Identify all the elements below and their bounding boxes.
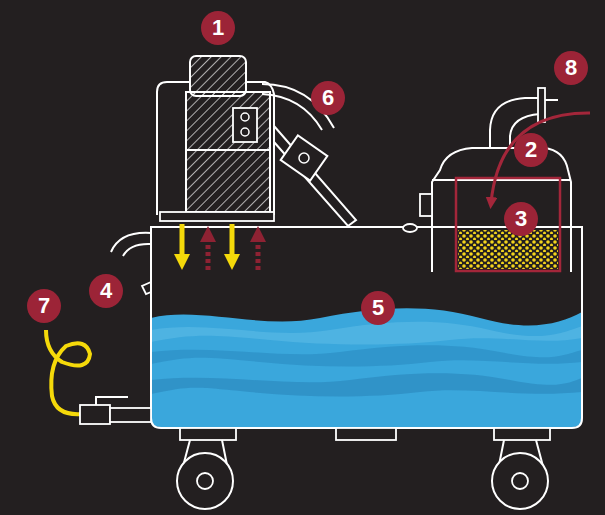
handle-clamp [281,135,328,180]
exhaust-arrow [230,224,235,262]
clamp-knob [299,153,309,163]
suction-arrow [256,234,261,270]
fill-cap [403,224,417,232]
inflow-arrow [491,113,590,203]
exhaust-arrow [180,224,185,262]
caster-hub [512,473,528,489]
caster-wheel [177,453,233,509]
caster-hub [197,473,213,489]
motor-seam [186,149,270,151]
motor-cap [190,56,246,96]
inlet-pipe [545,99,558,101]
drain-valve [110,408,151,422]
motor-base [160,212,274,221]
motor-body [186,92,270,212]
callout-number: 5 [361,291,395,325]
caster-mount [494,428,550,440]
caster-mount [180,428,236,440]
callout-number: 1 [201,11,235,45]
motor-housing [157,82,274,215]
water-fill [151,308,582,427]
water-band [151,345,582,366]
callout-number: 6 [311,81,345,115]
callout-number: 3 [504,202,538,236]
overflow-pipe [111,233,151,252]
switch-box [233,108,257,142]
filter-clamp [420,194,432,216]
water-band [151,373,582,396]
suction-arrow [206,234,211,270]
caster-mount [336,428,396,440]
filter-housing [432,148,571,272]
latch [142,282,151,294]
callout-number: 7 [27,289,61,323]
filter-lid [432,179,571,181]
switch [241,128,249,136]
inlet-flange [538,88,545,122]
filter-basket [456,178,560,271]
handle-arm [274,126,356,226]
drain-valve [80,405,110,424]
overflow-pipe [123,244,151,256]
chip-fill [458,230,558,269]
valve-handle [96,397,128,405]
water-band [151,322,582,345]
caster-wheel [492,453,548,509]
switch [241,113,249,121]
drain-hose [46,330,90,414]
tank-outline [151,227,582,428]
callout-number: 2 [514,133,548,167]
callout-number: 4 [89,274,123,308]
callout-number: 8 [554,51,588,85]
